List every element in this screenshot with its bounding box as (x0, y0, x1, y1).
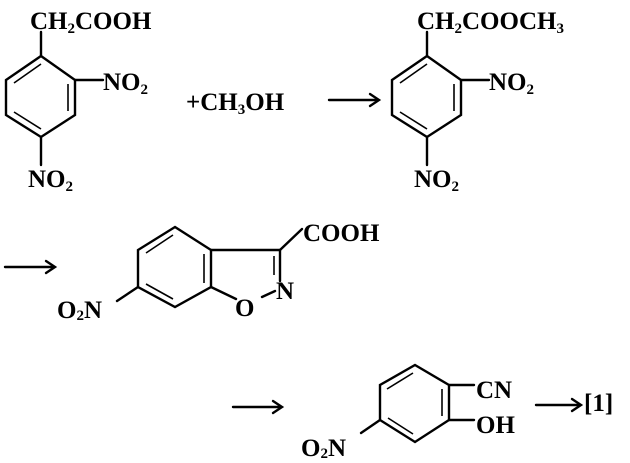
para-nitro-label: NO2 (28, 166, 73, 195)
oh-label: OH (476, 412, 515, 439)
nitro-label: O2N (301, 435, 346, 462)
double-bond (13, 63, 42, 84)
nitro-label: O2N (57, 297, 102, 324)
nitro-hydroxybenzonitrile-molecule: CN OH O2N (301, 363, 515, 462)
double-bond (386, 372, 414, 390)
reaction-arrow-icon (534, 397, 584, 413)
double-bond (145, 234, 174, 254)
benzene-ring (390, 54, 463, 139)
double-bond (399, 111, 428, 130)
bond (209, 285, 238, 301)
reaction-arrow-icon (231, 399, 285, 415)
double-bond (387, 417, 414, 435)
double-bond (399, 63, 428, 84)
double-bond (13, 111, 42, 130)
bond (359, 418, 382, 435)
benzene-ring (378, 363, 451, 444)
double-bond (145, 283, 174, 300)
ring-nitrogen-label: N (276, 278, 294, 305)
bond (278, 227, 304, 252)
ch2cooh-label: CH2COOH (30, 8, 152, 37)
ester-molecule: CH2COOCH3 NO2 NO2 (390, 8, 564, 195)
bond (260, 289, 277, 299)
methanol-reagent-label: +CH3OH (186, 89, 285, 118)
cooh-label: COOH (303, 220, 380, 247)
reaction-arrow-icon (3, 259, 58, 275)
benzene-ring (136, 225, 213, 309)
ortho-nitro-label: NO2 (103, 69, 148, 98)
ch2cooch3-label: CH2COOCH3 (417, 8, 564, 37)
final-product-label: [1] (584, 390, 613, 417)
benzisoxazole-molecule: COOH N O O2N (57, 220, 380, 324)
ortho-nitro-label: NO2 (489, 69, 534, 98)
para-nitro-label: NO2 (414, 166, 459, 195)
reaction-arrow-icon (327, 92, 382, 108)
cn-label: CN (476, 377, 512, 404)
bond (115, 285, 140, 303)
ring-oxygen-label: O (235, 295, 254, 322)
reactant-molecule: CH2COOH NO2 NO2 (4, 8, 152, 195)
benzene-ring (4, 54, 77, 139)
